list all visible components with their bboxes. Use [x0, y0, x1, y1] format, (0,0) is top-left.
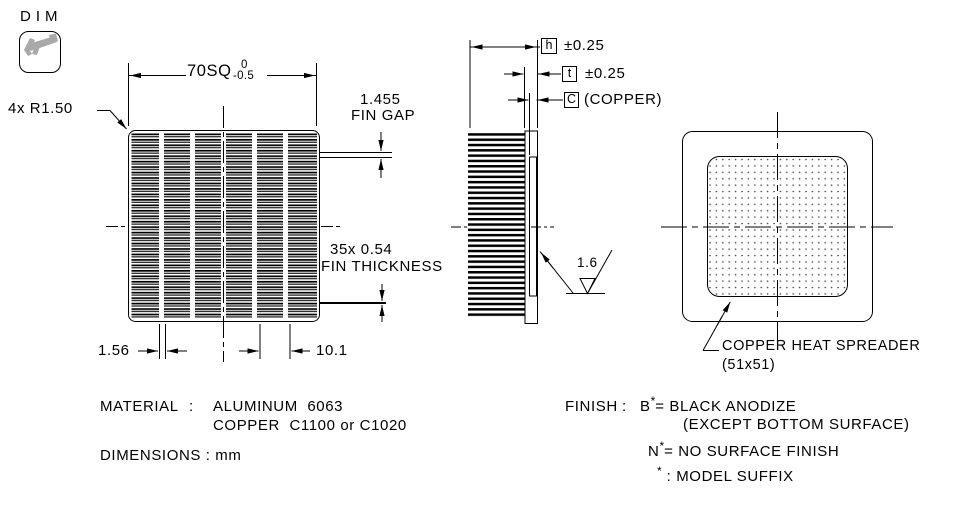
front-width-dimension: 70SQ — [187, 62, 232, 80]
fin-gap-label: FIN GAP — [351, 107, 416, 124]
surface-roughness-value: 1.6 — [577, 255, 598, 270]
front-view-fins — [131, 133, 317, 319]
front-width-tolerance-upper: 0 — [241, 59, 248, 71]
finish-b-star: * — [650, 394, 656, 408]
spreader-label: COPPER HEAT SPREADER — [722, 338, 921, 354]
height-tolerance: ±0.25 — [564, 37, 605, 54]
finish-n-text: = NO SURFACE FINISH — [664, 443, 840, 460]
model-suffix-note: * : MODEL SUFFIX — [657, 464, 794, 486]
side-view-dimensions — [469, 38, 579, 155]
dimensions-note: DIMENSIONS : mm — [100, 447, 242, 464]
c-symbol-box — [564, 92, 579, 108]
finish-option-b: B*= BLACK ANODIZE — [640, 394, 797, 416]
material-label: MATERIAL — [100, 398, 179, 415]
corner-radius-note: 4x R1.50 — [8, 100, 73, 117]
suffix-star: * — [657, 464, 662, 478]
fin-gap-value: 1.455 — [360, 91, 401, 108]
copper-note: (COPPER) — [584, 91, 663, 108]
front-width-tolerance-lower: -0.5 — [233, 70, 255, 82]
side-view — [451, 130, 554, 324]
copper-symbol: C — [566, 92, 577, 107]
height-symbol: h — [545, 38, 553, 53]
finish-n-letter: N — [648, 443, 660, 460]
dim-label: DIM — [20, 8, 63, 25]
finish-b-letter: B — [640, 398, 651, 415]
fin-thickness-label: FIN THICKNESS — [321, 258, 443, 275]
front-view-dimensions — [97, 63, 392, 359]
material-colon: : — [189, 398, 194, 415]
h-symbol-box — [541, 38, 557, 54]
suffix-text: : MODEL SUFFIX — [666, 468, 794, 485]
finish-colon: : — [622, 398, 627, 415]
fin-pitch-dimension: 10.1 — [316, 342, 348, 359]
fin-thickness-value: 35x 0.54 — [330, 241, 393, 258]
side-view-fins — [468, 133, 525, 319]
base-thickness-symbol: t — [567, 66, 572, 81]
spreader-size: (51x51) — [722, 357, 776, 373]
finish-n-star: * — [659, 439, 665, 453]
material-line1: ALUMINUM 6063 — [213, 398, 344, 415]
finish-b-text: = BLACK ANODIZE — [655, 398, 797, 415]
finish-b-note: (EXCEPT BOTTOM SURFACE) — [683, 416, 910, 433]
t-symbol-box — [562, 66, 577, 82]
base-thickness-tolerance: ±0.25 — [585, 65, 626, 82]
finish-label: FINISH — [565, 398, 618, 415]
finish-option-n: N*= NO SURFACE FINISH — [648, 439, 840, 461]
surface-finish-symbol — [539, 249, 613, 295]
front-view — [106, 106, 342, 362]
spreader-leader-arrow — [716, 301, 731, 326]
material-line2: COPPER C1100 or C1020 — [213, 417, 407, 434]
base-gap-dimension: 1.56 — [98, 342, 130, 359]
bottom-view — [661, 112, 893, 351]
caliper-icon — [19, 31, 61, 73]
